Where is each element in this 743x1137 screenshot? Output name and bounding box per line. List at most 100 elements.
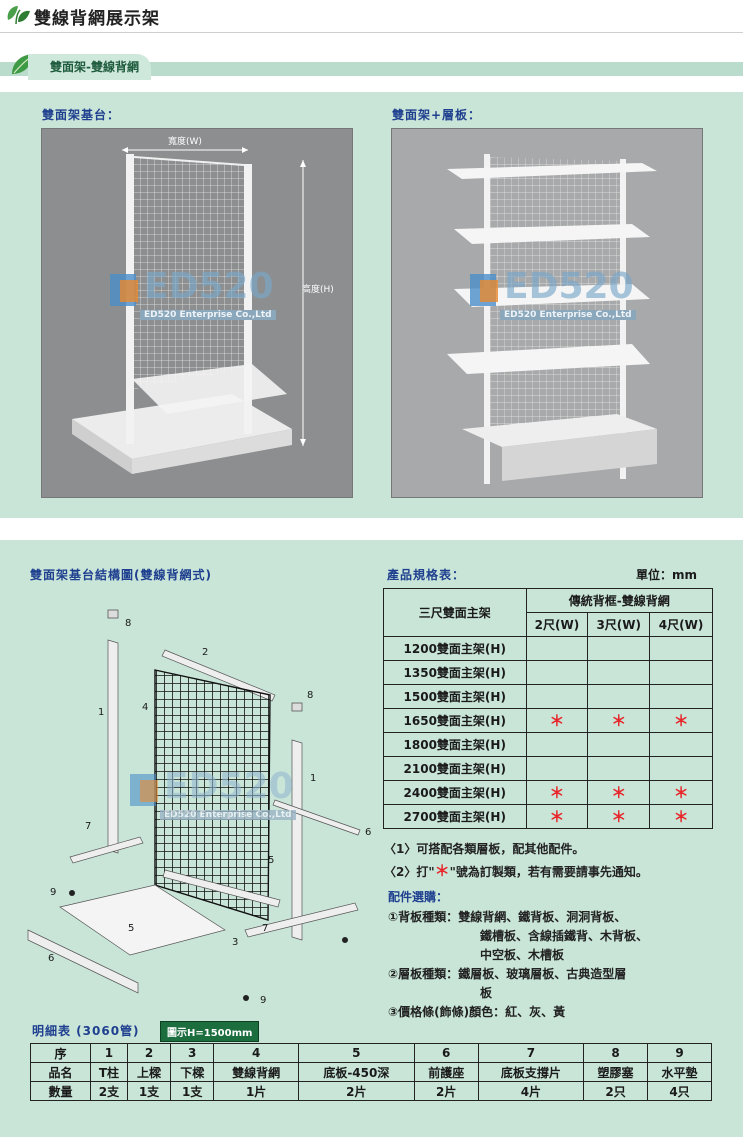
detail-cell: 1: [90, 1043, 128, 1063]
spec-cell: [587, 732, 651, 757]
shelf-unit-photo: [391, 128, 703, 498]
spec-row: 1200雙面主架(H): [383, 636, 713, 661]
watermark: ED520 ED520 Enterprise Co.,Ltd: [130, 766, 370, 832]
callout-4: 4: [142, 702, 149, 713]
spec-cell: ＊: [525, 780, 589, 805]
header-divider: [0, 32, 743, 33]
spec-cell: [649, 756, 713, 781]
height-dimension-label: 高度(H): [302, 285, 334, 295]
callout-9: 9: [260, 995, 267, 1006]
spec-cell: ＊: [587, 708, 651, 733]
detail-cell: 下樑: [170, 1062, 215, 1082]
detail-cell: 2: [126, 1043, 172, 1063]
callout-5: 5: [268, 855, 275, 866]
callout-3: 3: [232, 937, 239, 948]
callout-7: 7: [85, 821, 92, 832]
spec-cell: [649, 660, 713, 685]
spec-cell: [525, 684, 589, 709]
spec-table: 三尺雙面主架 傳統背框-雙線背網 2尺(W) 3尺(W) 4尺(W) 1200雙…: [383, 588, 713, 829]
width-dimension: 寬度(W): [120, 137, 250, 154]
accessories-list: ①背板種類：雙線背網、鐵背板、洞洞背板、 鐵槽板、含線插鐵背、木背板、 中空板、…: [388, 908, 728, 1022]
callout-8: 8: [125, 618, 132, 629]
detail-cell: 底板-450深: [297, 1062, 415, 1082]
accessory-item-price-strip: ③價格條(飾條)顏色：紅、灰、黃: [388, 1005, 566, 1019]
accessory-item-backboard: ①背板種類：雙線背網、鐵背板、洞洞背板、: [388, 910, 627, 924]
custom-order-mark: ＊: [673, 712, 689, 730]
custom-order-mark: ＊: [673, 784, 689, 802]
callout-9: 9: [50, 887, 57, 898]
spec-cell: ＊: [525, 708, 589, 733]
detail-cell: 4: [213, 1043, 299, 1063]
spec-cell: ＊: [587, 780, 651, 805]
spec-cell: [587, 684, 651, 709]
spec-cell: ＊: [649, 780, 713, 805]
spec-row-header: 三尺雙面主架: [383, 588, 527, 637]
spec-unit: 單位：mm: [636, 568, 698, 582]
detail-cell: 2片: [297, 1081, 415, 1101]
spec-row: 2100雙面主架(H): [383, 756, 713, 781]
photo-label-right: 雙面架+層板：: [392, 108, 482, 122]
detail-cell: 6: [413, 1043, 479, 1063]
spec-note-1: 〈1〉可搭配各類層板，配其他配件。: [384, 842, 585, 856]
spec-row: 1350雙面主架(H): [383, 660, 713, 685]
spec-col-4ft: 4尺(W): [649, 612, 713, 637]
spec-cell: [525, 660, 589, 685]
callout-6: 6: [365, 827, 372, 838]
accessory-item-shelf: ②層板種類：鐵層板、玻璃層板、古典造型層: [388, 967, 627, 981]
detail-cell: 4只: [647, 1081, 712, 1101]
detail-cell: 3: [170, 1043, 215, 1063]
detail-cell: 雙線背網: [213, 1062, 299, 1082]
detail-cell: 2片: [413, 1081, 479, 1101]
subheader-bar: [0, 62, 743, 76]
spec-row-name: 2100雙面主架(H): [383, 756, 527, 781]
accessory-item-shelf-cont: 板: [480, 986, 493, 1000]
spec-row-name: 1350雙面主架(H): [383, 660, 527, 685]
detail-cell: 2支: [90, 1081, 128, 1101]
detail-cell: 5: [297, 1043, 415, 1063]
detail-cell: 水平墊: [647, 1062, 712, 1082]
callout-5: 5: [128, 923, 135, 934]
custom-order-mark: ＊: [611, 712, 627, 730]
detail-badge: 圖示H=1500mm: [160, 1021, 260, 1042]
spec-cell: ＊: [649, 708, 713, 733]
detail-cell: 1支: [126, 1081, 172, 1101]
spec-row-name: 1800雙面主架(H): [383, 732, 527, 757]
callout-1: 1: [310, 773, 317, 784]
detail-cell: 4片: [477, 1081, 585, 1101]
spec-note-2: 〈2〉打"＊"號為訂製類，若有需要請事先通知。: [384, 862, 648, 880]
detail-cell: 前護座: [413, 1062, 479, 1082]
spec-cell: [525, 636, 589, 661]
height-dimension: [296, 158, 310, 448]
category-tab: 雙面架-雙線背網: [28, 54, 151, 80]
callout-6: 6: [48, 953, 55, 964]
accessory-item-backboard-cont: 中空板、木槽板: [480, 948, 565, 962]
spec-group-header: 傳統背框-雙線背網: [525, 588, 713, 613]
callout-2: 2: [202, 647, 209, 658]
detail-cell: 2只: [583, 1081, 648, 1101]
detail-cell: 7: [477, 1043, 585, 1063]
spec-row: 2400雙面主架(H)＊＊＊: [383, 780, 713, 805]
callout-8: 8: [307, 690, 314, 701]
spec-cell: ＊: [587, 804, 651, 829]
custom-order-mark: ＊: [549, 808, 565, 826]
watermark: ED520 ED520 Enterprise Co.,Ltd: [470, 266, 710, 332]
leaf-icon: [7, 6, 30, 25]
custom-order-mark: ＊: [611, 784, 627, 802]
detail-cell: 9: [647, 1043, 712, 1063]
spec-row-name: 1650雙面主架(H): [383, 708, 527, 733]
detail-cell: T柱: [90, 1062, 128, 1082]
spec-row-name: 2400雙面主架(H): [383, 780, 527, 805]
spec-col-2ft: 2尺(W): [525, 612, 589, 637]
spec-row-name: 2700雙面主架(H): [383, 804, 527, 829]
width-dimension-label: 寬度(W): [168, 137, 202, 147]
spec-cell: ＊: [649, 804, 713, 829]
spec-row-name: 1500雙面主架(H): [383, 684, 527, 709]
detail-title: 明細表 (3060管): [32, 1024, 140, 1038]
spec-cell: [649, 732, 713, 757]
detail-cell: 1片: [213, 1081, 299, 1101]
detail-cell: 8: [583, 1043, 648, 1063]
custom-order-mark: ＊: [611, 808, 627, 826]
